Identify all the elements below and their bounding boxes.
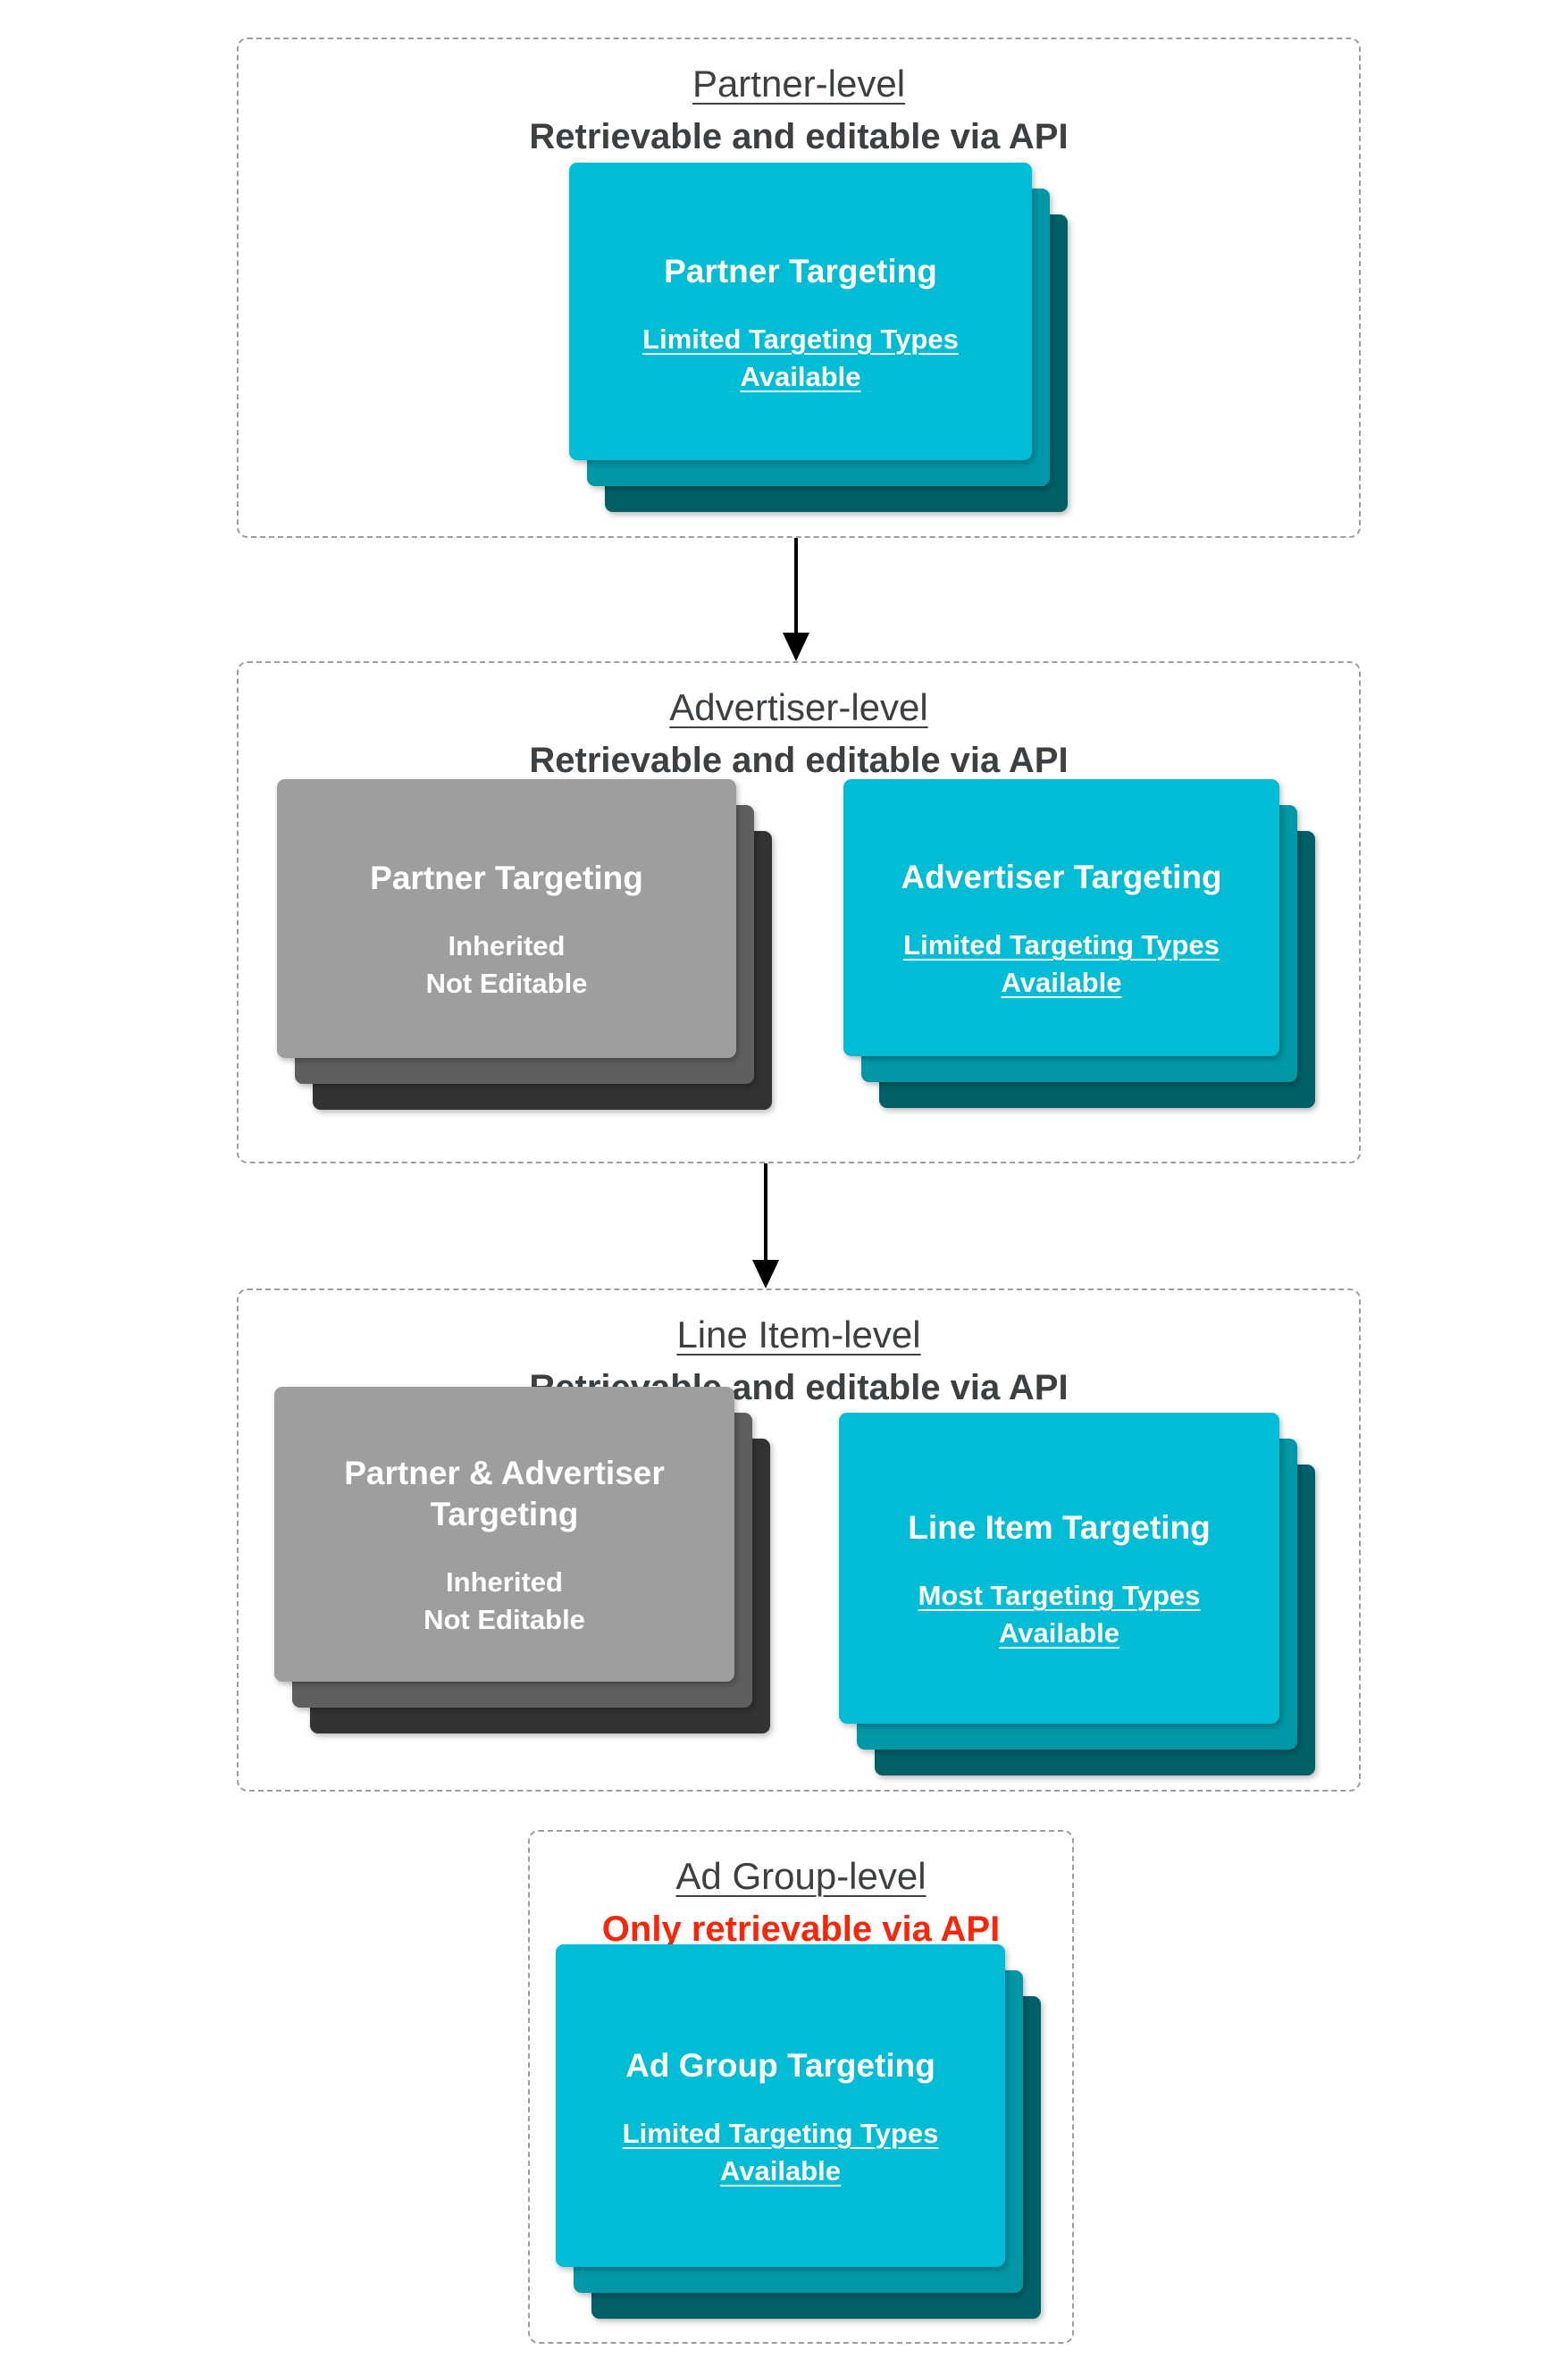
card-body: Limited Targeting Types Available bbox=[903, 929, 1220, 999]
level-subtitle: Only retrievable via API bbox=[601, 1909, 1001, 1949]
card-title: Partner Targeting bbox=[370, 860, 643, 897]
ad-group-targeting-card-stack: Ad Group Targeting Limited Targeting Typ… bbox=[556, 1944, 1041, 2319]
arrow-head-icon bbox=[783, 633, 809, 661]
card-body: Limited Targeting Types Available bbox=[622, 2117, 939, 2187]
partner-advertiser-targeting-card-stack: Partner & Advertiser Targeting Inherited… bbox=[274, 1387, 770, 1733]
down-arrow-2 bbox=[752, 1163, 779, 1288]
line-item-level-box: Line Item-level Retrievable and editable… bbox=[237, 1288, 1361, 1792]
ad-group-targeting-card: Ad Group Targeting Limited Targeting Typ… bbox=[556, 1944, 1005, 2267]
card-body: Most Targeting Types Available bbox=[918, 1580, 1201, 1649]
advertiser-level-header: Advertiser-level Retrievable and editabl… bbox=[239, 684, 1359, 784]
card-body: Limited Targeting Types Available bbox=[642, 323, 959, 392]
level-title: Partner-level bbox=[692, 63, 906, 105]
card-title: Line Item Targeting bbox=[908, 1509, 1211, 1547]
advertiser-targeting-card-stack: Advertiser Targeting Limited Targeting T… bbox=[843, 779, 1315, 1108]
partner-advertiser-targeting-card: Partner & Advertiser Targeting Inherited… bbox=[274, 1387, 734, 1682]
card-body: Inherited Not Editable bbox=[423, 1566, 585, 1636]
line-item-targeting-card-stack: Line Item Targeting Most Targeting Types… bbox=[839, 1413, 1315, 1775]
card-title: Advertiser Targeting bbox=[901, 859, 1222, 896]
inherited-partner-targeting-card: Partner Targeting Inherited Not Editable bbox=[277, 779, 736, 1058]
ad-group-level-header: Ad Group-level Only retrievable via API bbox=[530, 1853, 1072, 1952]
partner-targeting-card: Partner Targeting Limited Targeting Type… bbox=[569, 163, 1032, 460]
arrow-shaft bbox=[764, 1163, 767, 1262]
card-title: Ad Group Targeting bbox=[625, 2046, 935, 2084]
level-title: Line Item-level bbox=[676, 1314, 921, 1356]
down-arrow-1 bbox=[783, 538, 809, 661]
level-subtitle: Retrievable and editable via API bbox=[529, 116, 1069, 156]
inherited-partner-targeting-card-stack: Partner Targeting Inherited Not Editable bbox=[277, 779, 772, 1110]
card-body: Inherited Not Editable bbox=[425, 930, 588, 1000]
partner-level-box: Partner-level Retrievable and editable v… bbox=[237, 38, 1361, 538]
advertiser-targeting-card: Advertiser Targeting Limited Targeting T… bbox=[843, 779, 1279, 1056]
arrow-head-icon bbox=[752, 1260, 779, 1288]
advertiser-level-box: Advertiser-level Retrievable and editabl… bbox=[237, 661, 1361, 1163]
level-subtitle: Retrievable and editable via API bbox=[529, 740, 1069, 780]
arrow-shaft bbox=[794, 538, 798, 634]
level-title: Advertiser-level bbox=[669, 686, 928, 728]
ad-group-level-box: Ad Group-level Only retrievable via API … bbox=[528, 1830, 1074, 2344]
card-title: Partner & Advertiser Targeting bbox=[344, 1454, 665, 1533]
partner-level-header: Partner-level Retrievable and editable v… bbox=[239, 61, 1359, 160]
line-item-targeting-card: Line Item Targeting Most Targeting Types… bbox=[839, 1413, 1279, 1724]
card-title: Partner Targeting bbox=[664, 252, 937, 290]
level-title: Ad Group-level bbox=[675, 1855, 927, 1897]
partner-targeting-card-stack: Partner Targeting Limited Targeting Type… bbox=[569, 163, 1068, 512]
